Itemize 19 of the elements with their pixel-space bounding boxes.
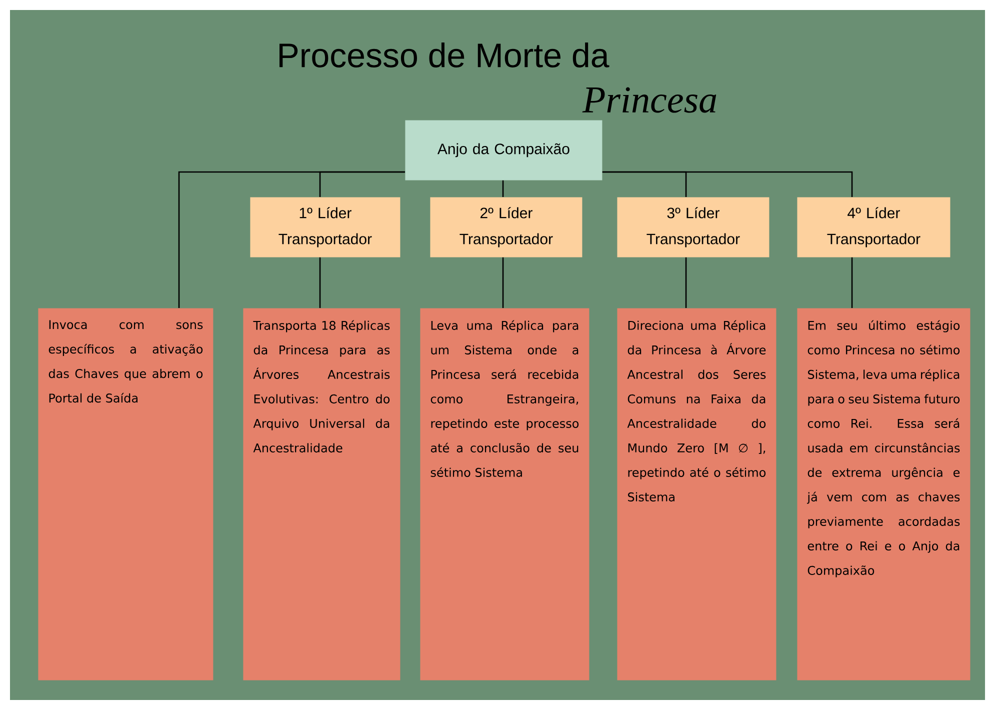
description-box: Leva uma Réplica para um Sistema onde a Princesa será recebida como Estrangeira, repetindo este processo até a conclusão de seu sétimo Sistema — [420, 308, 590, 680]
leader-box: 3º Líder Transportador — [617, 197, 770, 258]
connector-line — [851, 257, 853, 308]
title: Processo de Morte da — [280, 42, 610, 68]
description-box: Invoca com sons específicos a ativação das Chaves que abrem o Portal de Saída — [38, 308, 214, 680]
connector-line — [502, 257, 504, 308]
description-box: Direciona uma Réplica da Princesa à Árvore Ancestral dos Seres Comuns na Faixa da Ancestralidade do Mundo Zero [M ∅ ], repetindo até o sétimo Sistema — [617, 308, 776, 680]
title-script: Princesa — [582, 87, 716, 113]
connector-line — [319, 171, 405, 197]
leader-box: 2º Líder Transportador — [430, 197, 582, 258]
connector-line — [502, 180, 504, 197]
connector-line — [602, 171, 853, 197]
connector-line — [319, 257, 321, 308]
description-box: Transporta 18 Réplicas da Princesa para as Árvores Ancestrais Evolutivas: Centro do Arquivo Universal da Ancestralidade — [243, 308, 400, 680]
root-box: Anjo da Compaixão — [405, 120, 602, 180]
description-box: Em seu último estágio como Princesa no sétimo Sistema, leva uma réplica para o seu Sistema futuro como Rei. Essa será usada em circunstâncias de extrema urgência e já vem com as chaves previamente acordadas entre o Rei e o Anjo da Compaixão — [797, 308, 970, 680]
leader-box: 4º Líder Transportador — [797, 197, 950, 258]
connector-line — [685, 257, 687, 308]
leader-box: 1º Líder Transportador — [250, 197, 400, 258]
